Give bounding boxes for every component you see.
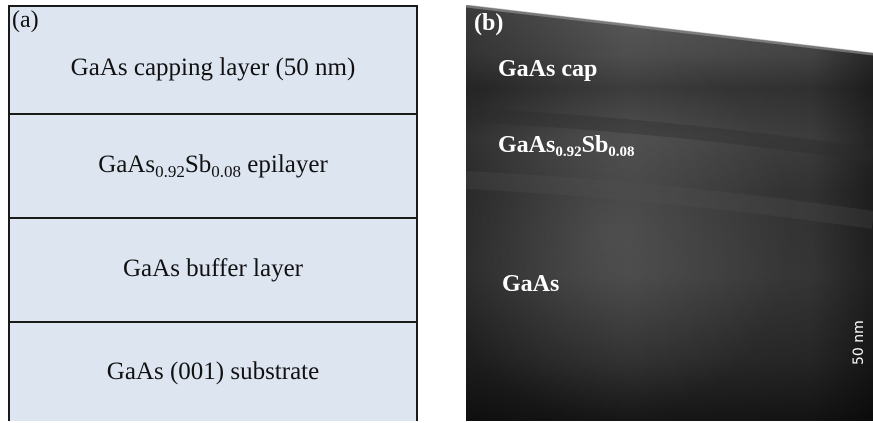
alloy-region-label: GaAs0.92Sb0.08 xyxy=(498,132,635,160)
cap-region-label: GaAs cap xyxy=(498,56,598,82)
capping-layer-label: GaAs capping layer (50 nm) xyxy=(70,54,356,81)
panel-a-label: (a) xyxy=(12,7,39,33)
epilayer: GaAs0.92Sb0.08 epilayer xyxy=(10,113,416,219)
panel-b-label: (b) xyxy=(474,10,504,36)
tem-micrograph xyxy=(466,5,873,421)
substrate-layer-label: GaAs (001) substrate xyxy=(106,358,320,385)
layer-structure-schematic: (a) GaAs capping layer (50 nm) GaAs0.92S… xyxy=(8,5,418,421)
epilayer-label: GaAs0.92Sb0.08 epilayer xyxy=(98,151,328,181)
capping-layer: GaAs capping layer (50 nm) xyxy=(10,7,416,115)
substrate-region-label: GaAs xyxy=(502,271,560,297)
substrate-layer: GaAs (001) substrate xyxy=(10,321,416,423)
scale-bar-label: 50 nm xyxy=(851,320,867,365)
buffer-layer: GaAs buffer layer xyxy=(10,217,416,323)
tem-image-panel: (b) GaAs cap GaAs0.92Sb0.08 GaAs 50 nm xyxy=(466,5,873,421)
buffer-layer-label: GaAs buffer layer xyxy=(122,255,304,282)
